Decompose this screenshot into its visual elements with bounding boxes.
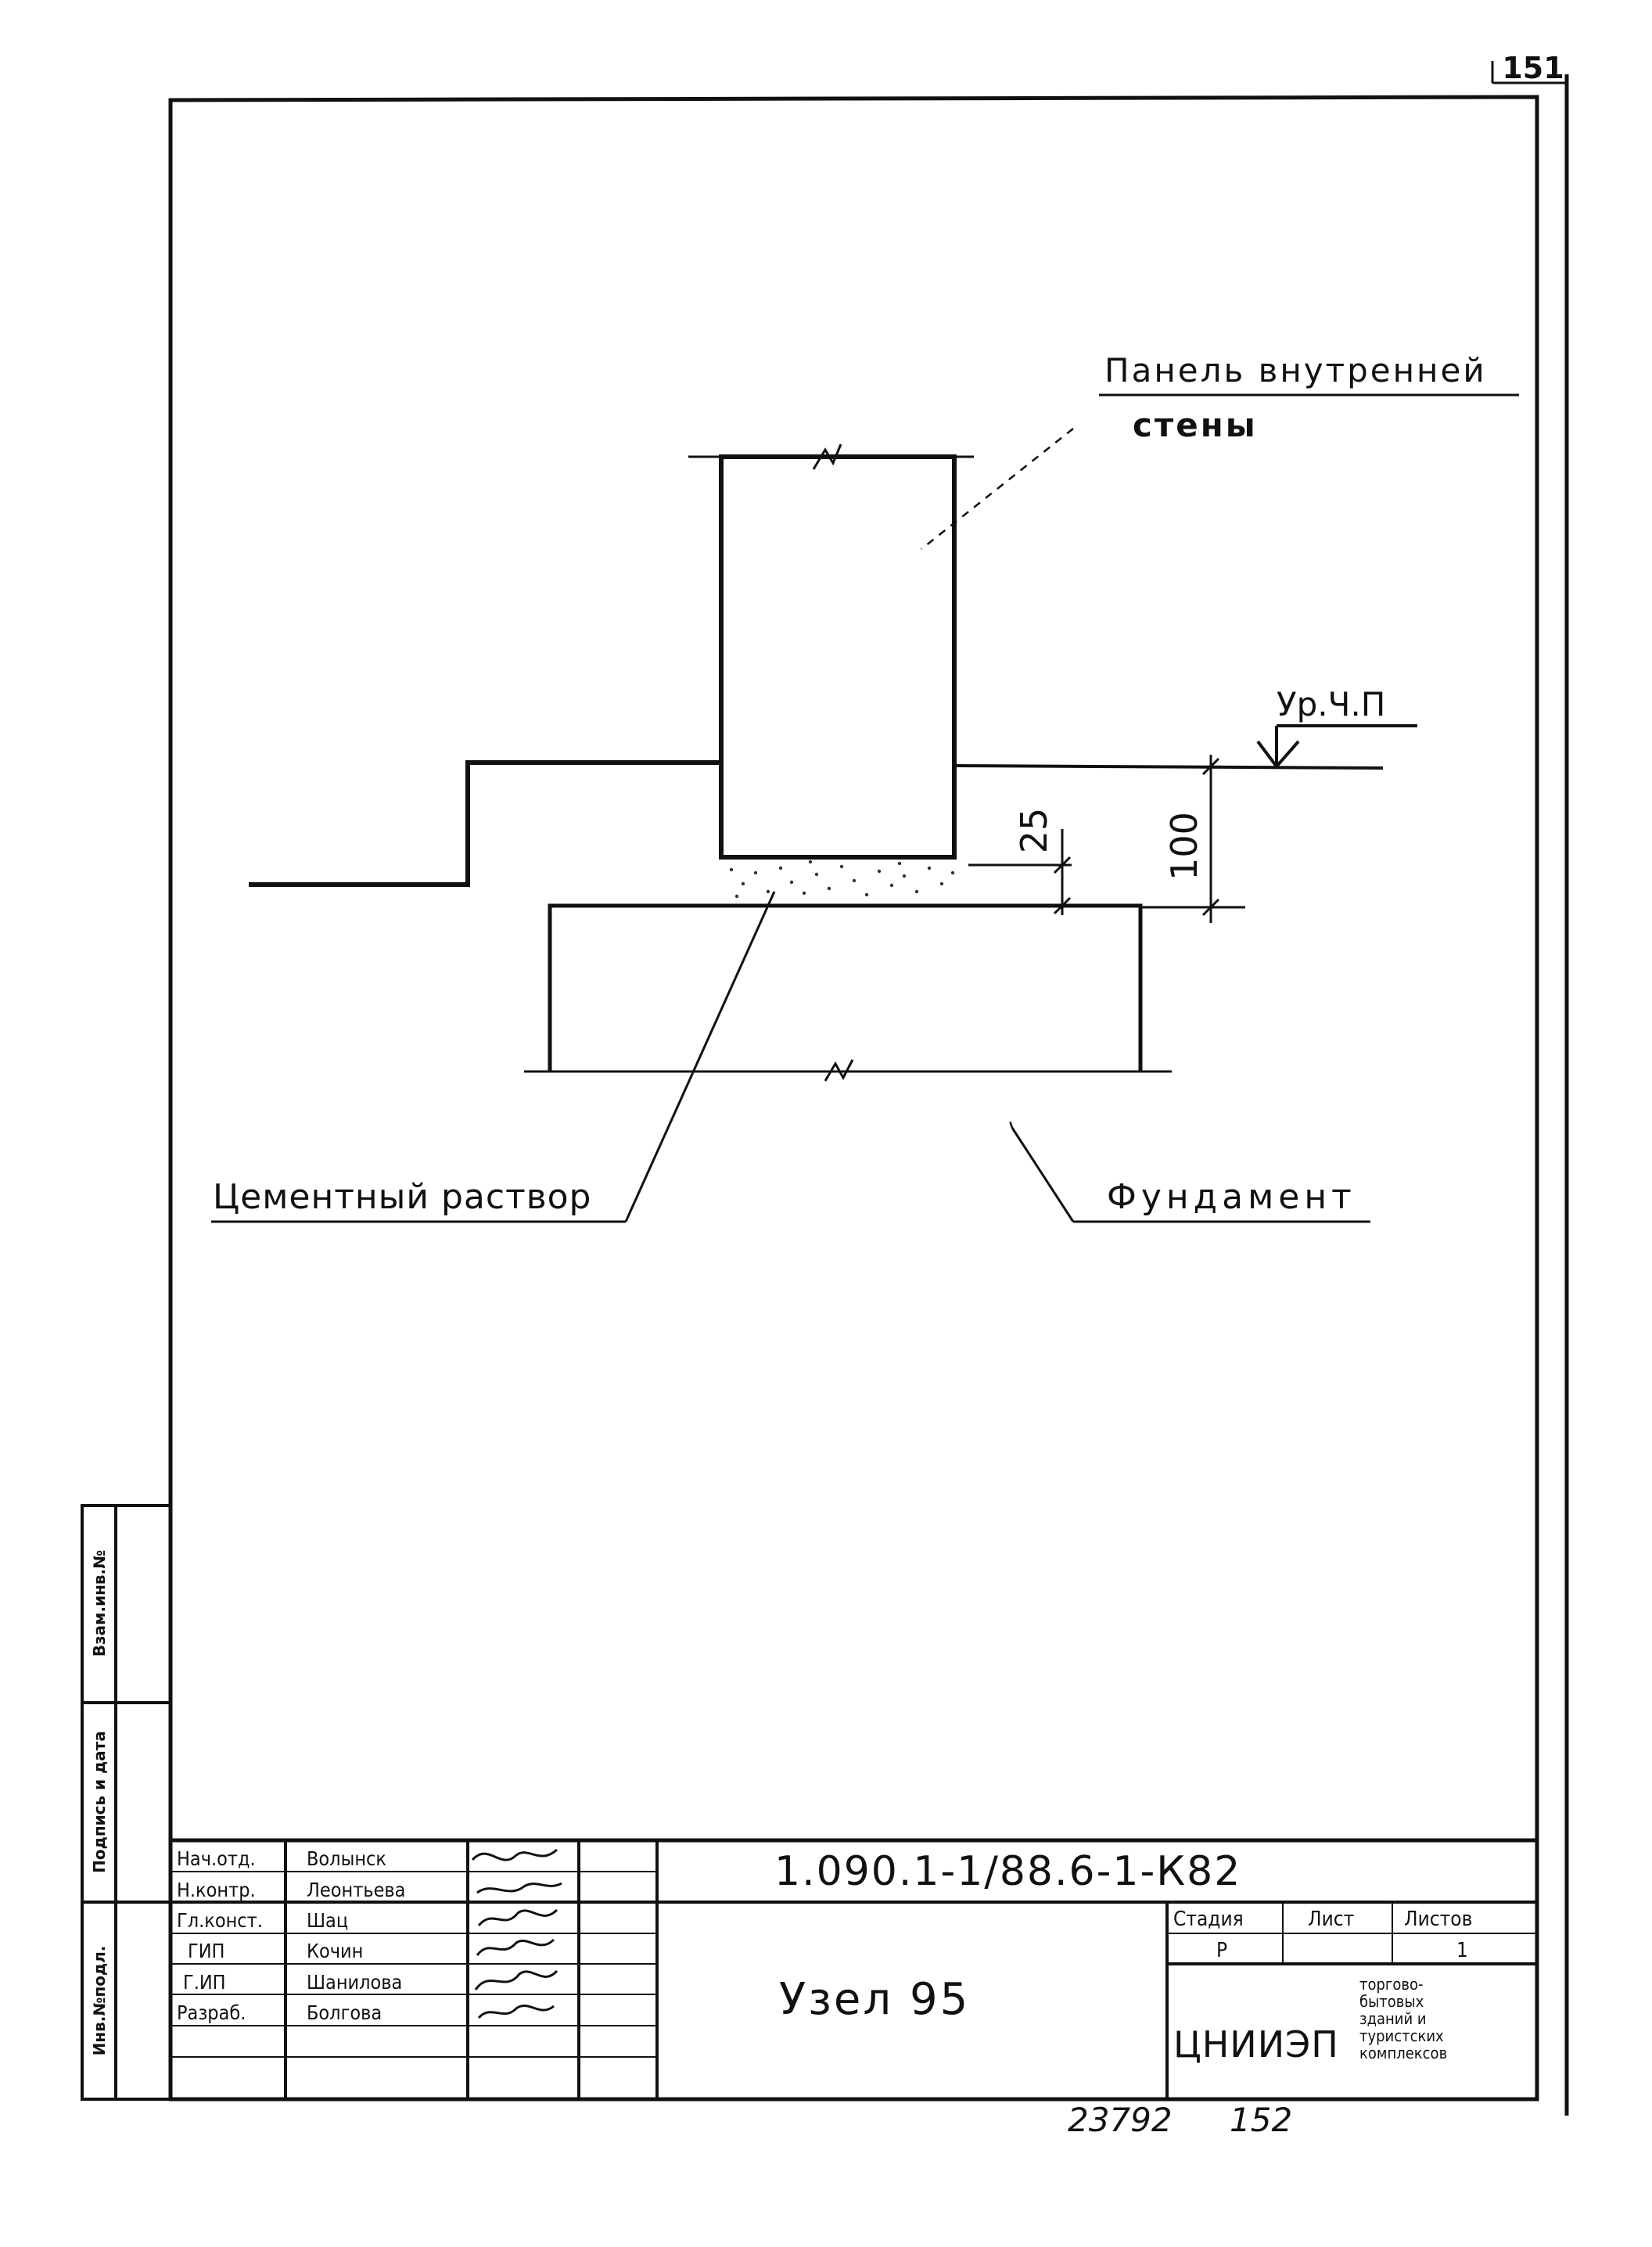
org-desc-4: туристских	[1359, 2026, 1444, 2045]
foundation-label: Фундамент	[1107, 1177, 1356, 1217]
sheet-frame	[168, 61, 1569, 2116]
wall-panel	[688, 443, 974, 860]
side-stamp	[81, 1504, 172, 2101]
cement-mortar-bed	[724, 860, 957, 899]
role-0: Нач.отд.	[177, 1847, 256, 1870]
stage-value: Р	[1216, 1939, 1227, 1962]
level-label: Ур.Ч.П	[1277, 685, 1385, 723]
name-3: Кочин	[307, 1940, 363, 1962]
panel-label-line1: Панель внутренней	[1104, 351, 1487, 389]
dimension-100	[1140, 755, 1245, 923]
role-1: Н.контр.	[177, 1879, 256, 1901]
panel-label-line2: стены	[1133, 406, 1258, 444]
name-0: Волынск	[307, 1847, 386, 1870]
organization: ЦНИИЭП	[1173, 2023, 1339, 2066]
role-2: Гл.конст.	[177, 1909, 263, 1932]
sheets-header: Листов	[1404, 1908, 1472, 1931]
signatures	[471, 1848, 562, 2019]
side-stamp-inv-replace: Взам.инв.№	[90, 1550, 109, 1657]
foundation-block	[524, 903, 1172, 1082]
role-4: Г.ИП	[183, 1971, 226, 1994]
drawing-title: Узел 95	[779, 1974, 970, 2025]
role-3: ГИП	[188, 1940, 224, 1962]
floor-level-line	[249, 760, 1384, 887]
org-desc-2: бытовых	[1359, 1992, 1424, 2011]
dimension-100-label: 100	[1163, 812, 1205, 881]
title-block	[171, 1838, 1537, 2099]
sheet-number: 151	[1502, 51, 1564, 85]
level-marker	[1256, 724, 1417, 770]
side-stamp-sign-date: Подпись и дата	[90, 1731, 109, 1873]
name-1: Леонтьева	[307, 1879, 405, 1901]
dimension-25-label: 25	[1013, 808, 1055, 854]
name-2: Шац	[307, 1909, 348, 1932]
mortar-callout	[211, 891, 776, 1223]
org-desc-1: торгово-	[1359, 1975, 1423, 1994]
role-5: Разраб.	[177, 2001, 246, 2024]
side-stamp-inv-orig: Инв.№подл.	[90, 1946, 109, 2056]
archive-number: 23792	[1068, 2101, 1173, 2139]
panel-callout	[921, 393, 1519, 550]
stage-header: Стадия	[1173, 1908, 1244, 1931]
designation: 1.090.1-1/88.6-1-К82	[774, 1848, 1241, 1895]
sheet-header: Лист	[1308, 1908, 1354, 1931]
sheets-value: 1	[1456, 1939, 1468, 1962]
org-desc-5: комплексов	[1359, 2044, 1447, 2062]
dimension-25	[968, 829, 1072, 915]
mortar-label: Цементный раствор	[213, 1177, 591, 1217]
org-desc-3: зданий и	[1359, 2009, 1427, 2028]
name-5: Болгова	[307, 2001, 382, 2024]
foundation-callout	[1007, 1118, 1370, 1223]
page-number: 152	[1230, 2101, 1292, 2139]
name-4: Шанилова	[307, 1971, 402, 1994]
